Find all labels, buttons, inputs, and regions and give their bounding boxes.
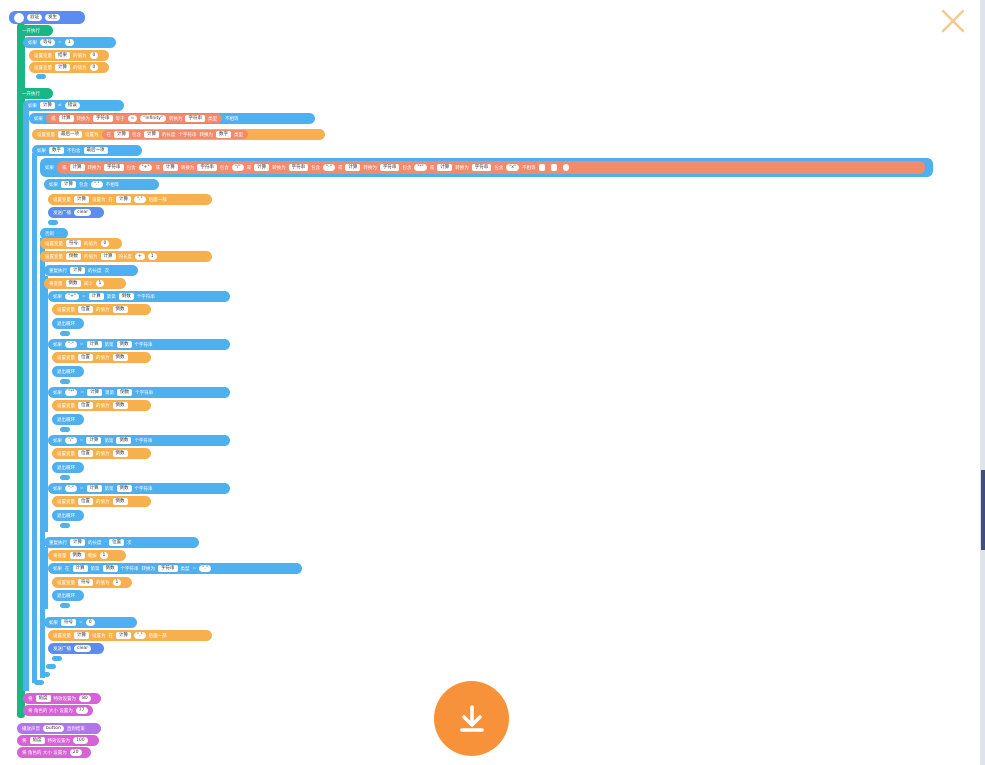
if-block[interactable]: 如果数字不包含最后一项: [32, 145, 142, 156]
set-variable-block[interactable]: 设置变量计算设置为在计算"."后面一部: [48, 630, 212, 641]
flag-icon: [14, 12, 24, 23]
download-icon: [459, 704, 484, 732]
if-rail-inner: [32, 153, 37, 683]
else-rail: [40, 238, 45, 678]
if-block[interactable]: 如果"*"=计算第第倒数个字符串: [48, 387, 230, 398]
event-token[interactable]: 验证: [27, 14, 42, 21]
if-rail: [23, 107, 29, 691]
close-icon: [941, 9, 965, 33]
if-block[interactable]: 如果在计算第第倒数个字符串转换为字符串类型=".": [48, 563, 302, 574]
break-block[interactable]: 退出循环: [52, 318, 84, 329]
if-block[interactable]: 如果"-"=计算第第倒数个字符串: [48, 339, 230, 350]
set-variable-block[interactable]: 设置变量位置的值为倒数: [52, 400, 151, 411]
set-variable-block[interactable]: 设置变量位置的值为倒数: [52, 352, 151, 363]
section-label[interactable]: 一开执行: [17, 88, 53, 99]
set-variable-block[interactable]: 设置变量位置的值为倒数: [52, 304, 151, 315]
if-block[interactable]: 如果符号=0: [44, 617, 137, 628]
when-flag-block[interactable]: 验证 发生: [9, 11, 85, 24]
repeat-rail-2: [44, 547, 48, 609]
section-label[interactable]: 一开执行: [17, 25, 53, 36]
if-block[interactable]: 如果计算≠错误: [23, 100, 124, 111]
break-block[interactable]: 退出循环: [52, 510, 84, 521]
if-block[interactable]: 如果"/"=计算第第倒数个字符串: [48, 435, 230, 446]
download-button[interactable]: [434, 681, 509, 756]
break-block[interactable]: 退出循环: [52, 366, 84, 377]
set-variable-block[interactable]: 设置变量位置的值为倒数: [52, 496, 151, 507]
repeat-block[interactable]: 重复执行计算的长度-位置次: [44, 537, 199, 548]
set-variable-block[interactable]: 设置变量倒数的值为计算的长度+1: [40, 251, 212, 262]
else-block[interactable]: 否则: [40, 228, 68, 239]
set-variable-block[interactable]: 设置变量最后一项设置为 在计算包含计算的长度个字符串转换为数字类型: [32, 129, 325, 140]
right-edge: [980, 0, 985, 765]
event-token[interactable]: 发生: [45, 14, 60, 21]
break-block[interactable]: 退出循环: [52, 590, 84, 601]
if-block[interactable]: 如果计算包含"."不相等: [44, 179, 159, 190]
break-block[interactable]: 退出循环: [52, 462, 84, 473]
if-block[interactable]: 如果等号=1: [23, 37, 116, 48]
set-variable-block[interactable]: 设置变量计算设置为在计算"."后面一部: [48, 194, 212, 205]
if-block[interactable]: 如果"-"=计算第第倒数个字符串: [48, 483, 230, 494]
if-block[interactable]: 如果"+"=计算第第倒数个字符串: [48, 291, 230, 302]
set-variable-block[interactable]: 设置变量位置的值为倒数: [52, 448, 151, 459]
repeat-block[interactable]: 重复执行计算的长度次: [44, 265, 138, 276]
repeat-rail: [44, 276, 48, 532]
if-block[interactable]: 如果 或计算转换为字符串包含"+"或计算转换为字符串包含"/"或计算转换为字符串…: [40, 158, 933, 177]
break-block[interactable]: 退出循环: [52, 414, 84, 425]
script-rail: [17, 23, 25, 718]
if-block[interactable]: 如果 或计算转换为字符串等于="Infinity"转换为字符串类型 不相等: [29, 113, 315, 124]
close-button[interactable]: [938, 6, 968, 36]
